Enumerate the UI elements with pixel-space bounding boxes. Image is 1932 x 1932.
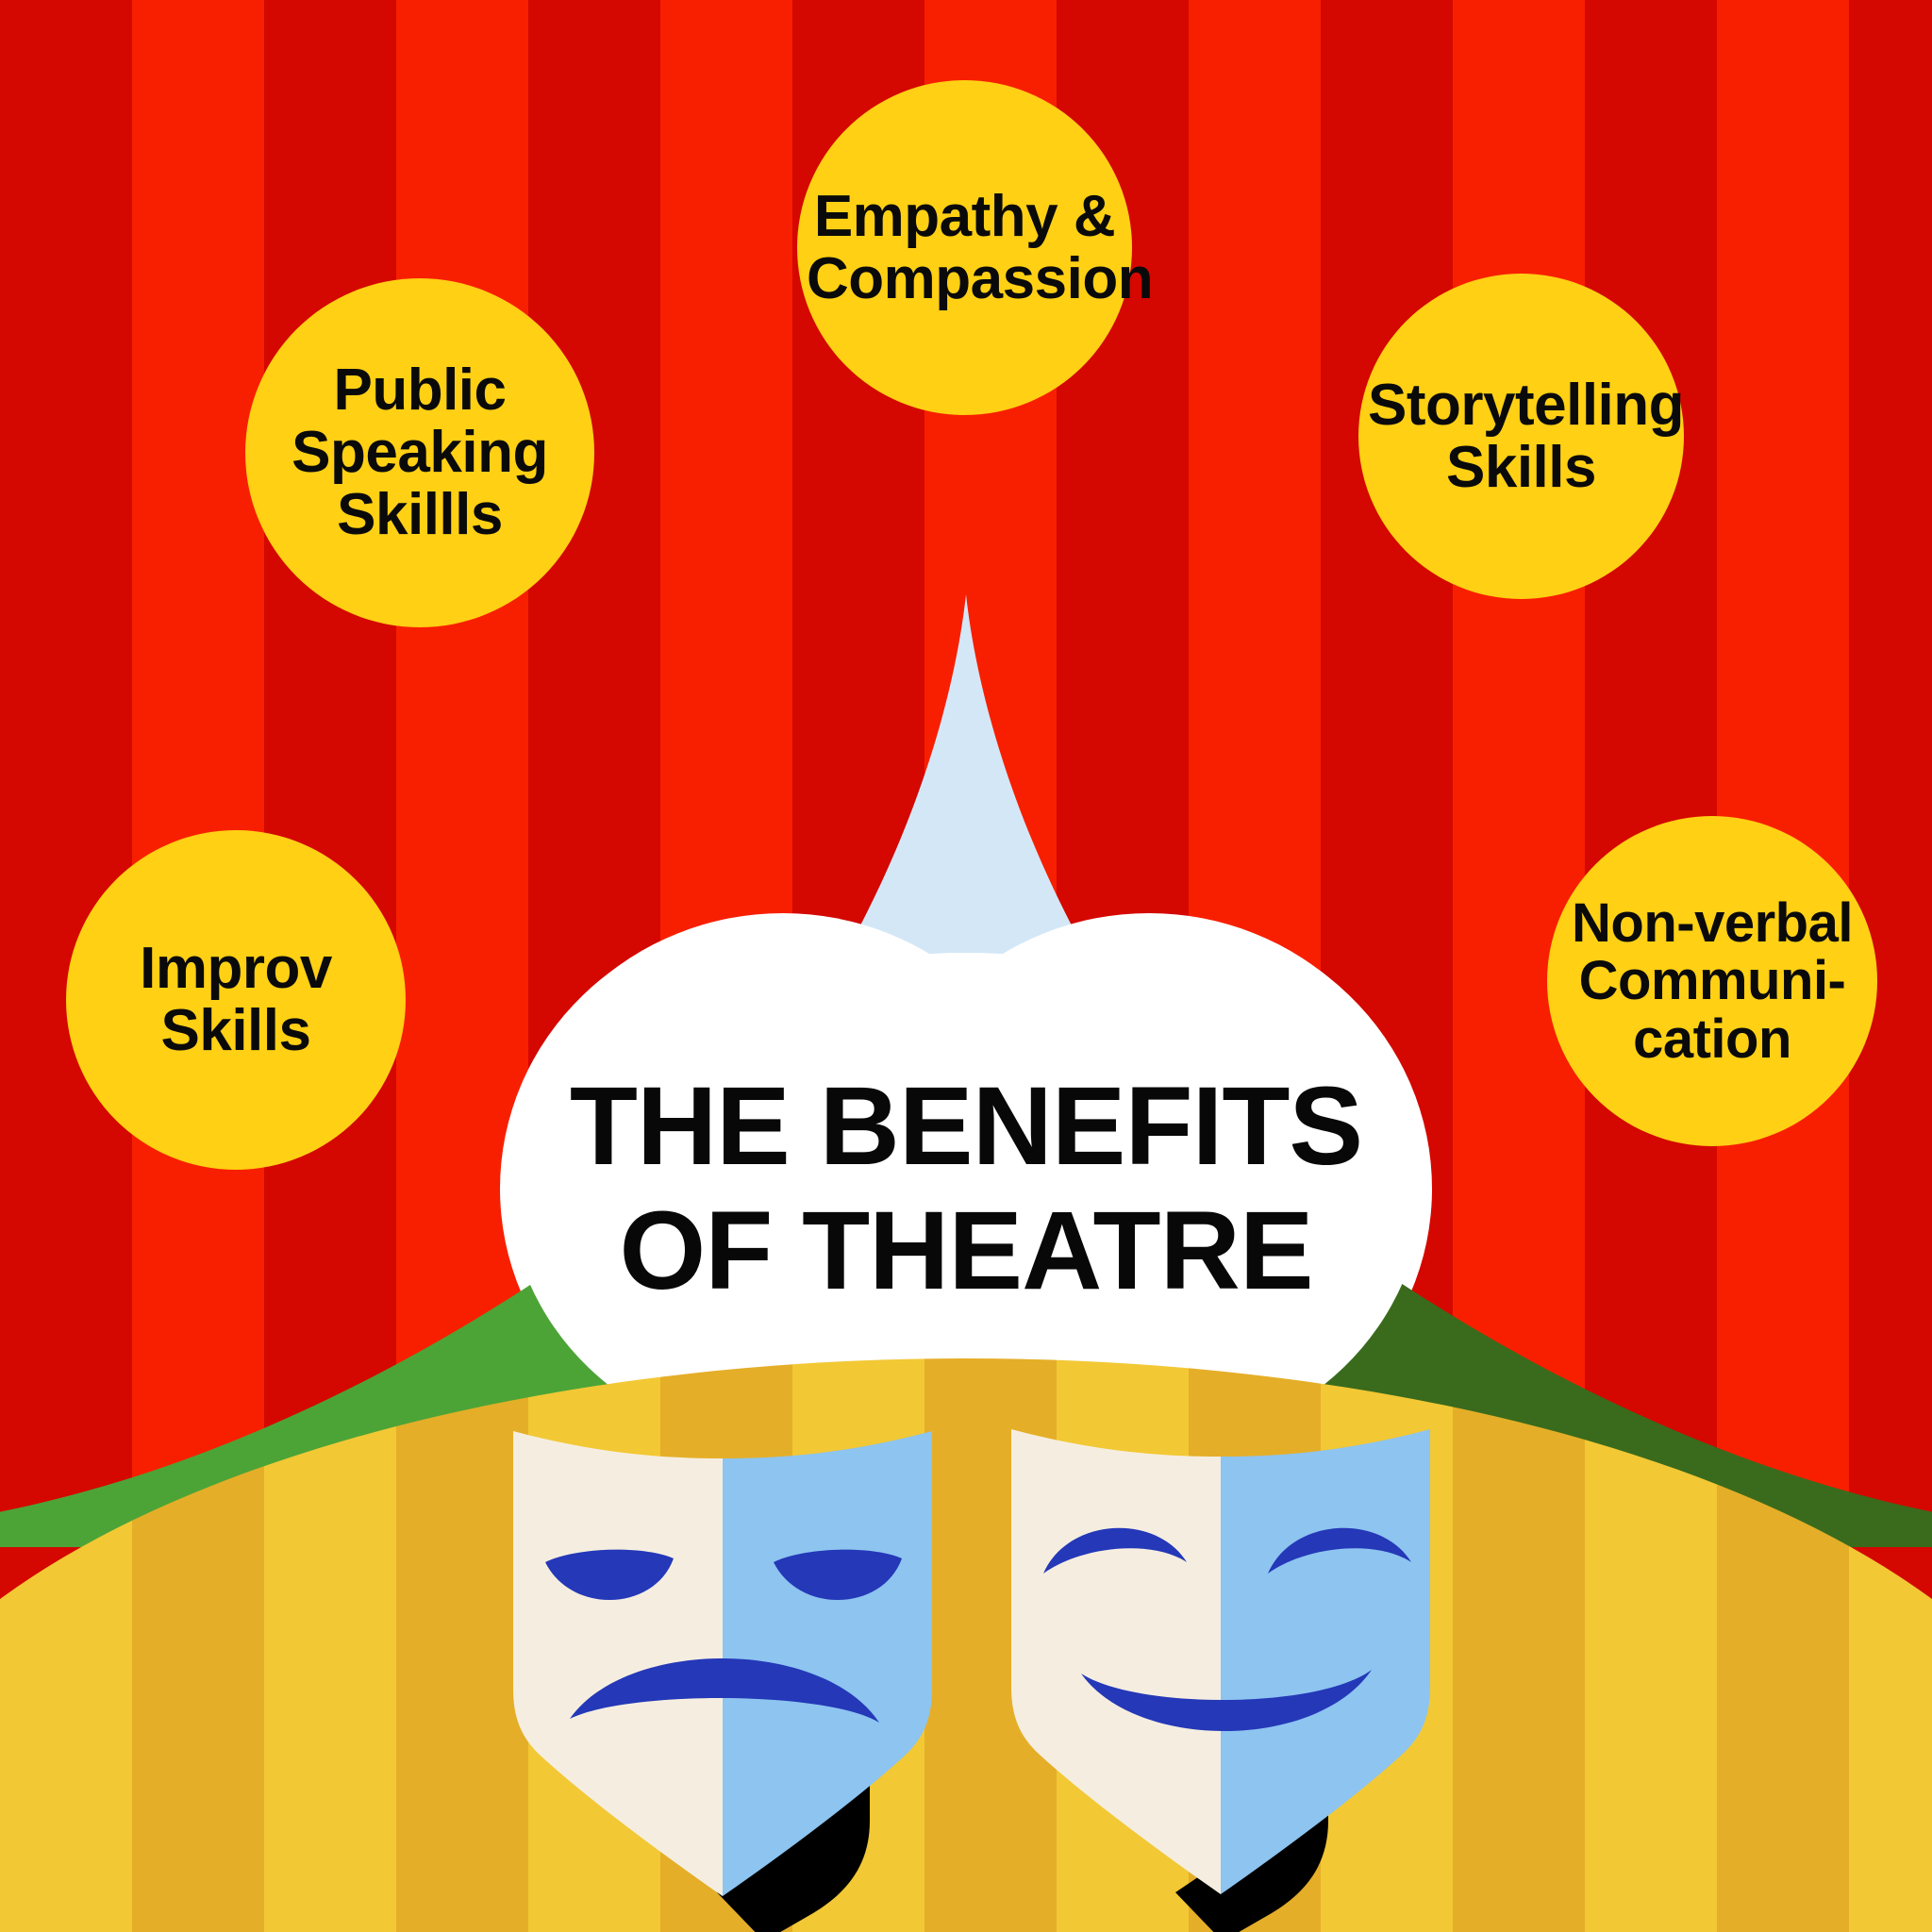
bubble-line-2: Skills xyxy=(160,998,312,1063)
bubble-line-2: Speaking xyxy=(291,420,548,486)
sad-theatre-mask-icon xyxy=(513,1431,932,1932)
poster-title-line-2: OF THEATRE xyxy=(619,1189,1313,1314)
bubble-nonverbal-text: Non-verbal Communi- cation xyxy=(1557,891,1868,1070)
bubble-public-speaking-text: Public Speaking Skillls xyxy=(255,359,585,545)
bubble-storytelling-text: Storytelling Skills xyxy=(1368,372,1685,500)
bubble-improv-skills[interactable]: Improv Skills xyxy=(66,830,406,1170)
bubble-line-3: Skillls xyxy=(337,481,503,547)
title-backdrop-clouds-front xyxy=(508,913,1424,1445)
bubble-line-1: Storytelling xyxy=(1368,372,1685,438)
bubble-line-1: Empathy & xyxy=(813,183,1116,249)
bubble-line-2: Communi- xyxy=(1578,950,1846,1012)
bubble-empathy-compassion[interactable]: Empathy & Compassion xyxy=(797,80,1154,415)
bubble-line-2: Compassion xyxy=(807,245,1154,311)
bubble-non-verbal-communication[interactable]: Non-verbal Communi- cation xyxy=(1547,816,1877,1146)
stage-floor xyxy=(0,1358,1932,1932)
bubble-line-3: cation xyxy=(1633,1008,1791,1070)
bubble-line-1: Public xyxy=(333,358,507,424)
poster-title: THE BENEFITS OF THEATRE xyxy=(532,1064,1400,1313)
bubble-line-2: Skills xyxy=(1446,434,1597,500)
bubble-line-1: Non-verbal xyxy=(1572,891,1853,954)
bubble-public-speaking[interactable]: Public Speaking Skillls xyxy=(245,278,594,627)
bubble-storytelling-skills[interactable]: Storytelling Skills xyxy=(1358,274,1685,599)
poster-title-line-1: THE BENEFITS xyxy=(569,1064,1363,1189)
bubble-line-1: Improv xyxy=(140,936,332,1002)
bubble-improv-text: Improv Skills xyxy=(75,938,396,1061)
happy-theatre-mask-icon xyxy=(1011,1429,1430,1932)
bubble-empathy-text: Empathy & Compassion xyxy=(807,183,1154,311)
